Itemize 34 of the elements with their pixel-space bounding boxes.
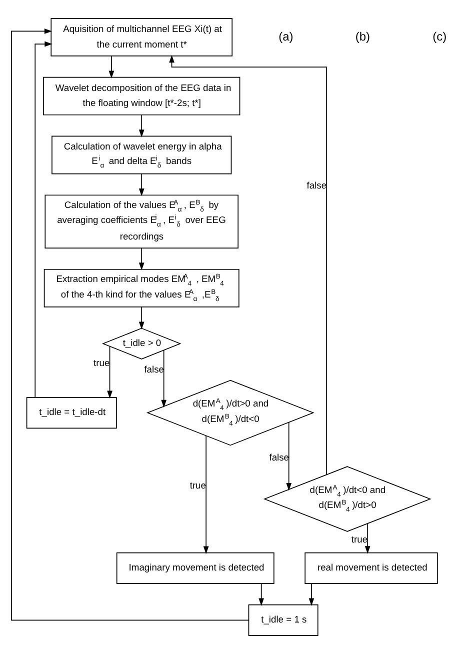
- node-box: Calculation of wavelet energy in alpha E$^{i}$$_{α}$ and delta E$^{i}$$_{δ}$ bands: [52, 136, 232, 174]
- arrow: [138, 306, 144, 330]
- edge-label: false: [306, 180, 327, 190]
- node-box: Wavelet decomposition of the EEG data in the floating window [t*-2s; t*]: [43, 76, 240, 116]
- edge-label: true: [190, 480, 206, 490]
- label: (b): [355, 29, 370, 44]
- arrow: [286, 422, 292, 491]
- label: (a): [278, 29, 294, 44]
- edge-label: false: [269, 452, 290, 462]
- arrow: [203, 435, 209, 554]
- arrow: [161, 350, 167, 408]
- arrow: [107, 346, 112, 398]
- label: (c): [432, 29, 447, 44]
- arrow: [308, 583, 314, 606]
- edge-label: true: [94, 358, 110, 368]
- node-box: Imaginary movement is detected: [116, 552, 274, 584]
- node-diamond: d(EM$^{A}$$_{4}$)/dt<0 and d(EM$^{B}$$_{4}$)/dt>0: [263, 466, 432, 532]
- arrow: [34, 41, 52, 398]
- node-diamond: t_idle > 0: [102, 328, 182, 360]
- node-box: Calculation of the values E$^{A}$$_{α}$, E$^{B}$$_{δ}$ by averaging coefficients E$^{i}$$_{α}$, E$^{i}$$_{δ}$ over EEG recordings: [44, 194, 238, 248]
- arrow: [138, 114, 144, 138]
- arrow: [108, 56, 114, 78]
- node-box: t_idle = 1 s: [248, 604, 318, 636]
- arrow: [138, 248, 144, 270]
- arrow: [364, 523, 370, 554]
- arrow: [138, 173, 144, 196]
- node-box: t_idle = t_idle-dt: [26, 397, 117, 429]
- node-diamond: d(EM$^{A}$$_{4}$)/dt>0 and d(EM$^{B}$$_{4}$)/dt<0: [146, 380, 314, 446]
- node-box: real movement is detected: [304, 552, 438, 584]
- node-box: Aquisition of multichannel EEG Xi(t) at the current moment t*: [50, 18, 233, 56]
- arrow: [169, 54, 327, 475]
- edge-label: false: [144, 364, 164, 375]
- arrow: [258, 583, 264, 606]
- arrow: [11, 28, 250, 621]
